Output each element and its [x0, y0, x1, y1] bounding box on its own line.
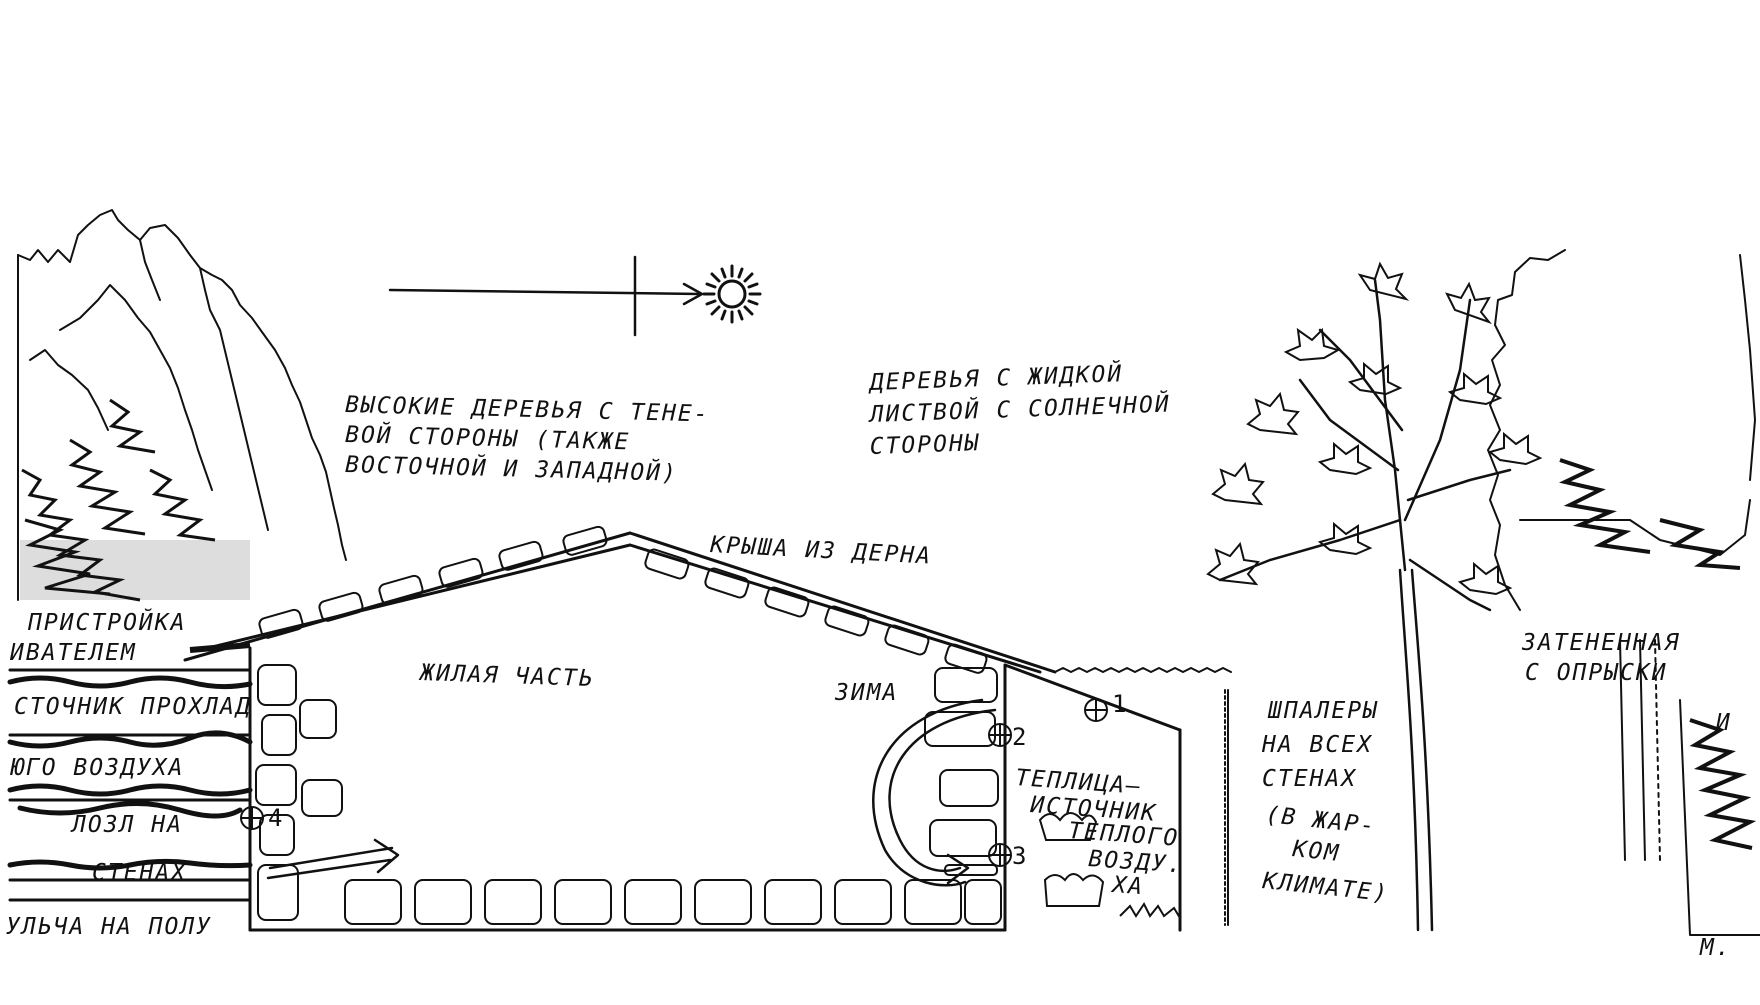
- tree-shadow-mass: [20, 540, 250, 600]
- sparse-tree: [1218, 278, 1512, 932]
- label-annex-1: ПРИСТРОЙКА: [27, 608, 186, 636]
- label-right-cut-1: И: [1715, 710, 1732, 736]
- label-cool-4: СТЕНАХ: [92, 860, 187, 886]
- marker-2: 2: [988, 723, 1026, 751]
- left-wall-stones: [255, 664, 343, 921]
- label-living-part: ЖИЛАЯ ЧАСТЬ: [418, 660, 595, 692]
- marker-1-label: 1: [1112, 690, 1126, 718]
- label-cool-1: СТОЧНИК ПРОХЛАД: [14, 694, 252, 720]
- marker-4-label: 4: [268, 804, 282, 832]
- greenhouse-plants: [1038, 812, 1181, 919]
- label-winter: ЗИМА: [834, 680, 898, 706]
- label-trellis-3: СТЕНАХ: [1262, 766, 1357, 792]
- shaded-trees-right: [1487, 249, 1760, 936]
- label-cool-2: ЮГО ВОЗДУХА: [10, 755, 184, 781]
- label-cool-3: ЛОЗЛ НА: [70, 812, 183, 838]
- marker-4: 4: [240, 804, 282, 832]
- roof-sod-blocks: [258, 525, 988, 674]
- annex-left: [8, 668, 252, 902]
- label-shaded-2: С ОПРЫСКИ: [1525, 660, 1668, 686]
- label-sparse-trees-1: ДЕРЕВЬЯ С ЖИДКОЙ: [867, 359, 1123, 396]
- label-tall-trees-2: ВОЙ СТОРОНЫ (ТАКЖЕ: [345, 420, 631, 455]
- label-annex-2: ИВАТЕЛЕМ: [9, 640, 137, 666]
- label-shaded-1: ЗАТЕНЕННАЯ: [1521, 630, 1680, 656]
- label-sparse-trees-2: ЛИСТВОЙ С СОЛНЕЧНОЙ: [867, 390, 1171, 429]
- label-trellis-6: КЛИМАТЕ): [1260, 868, 1390, 907]
- tree-shading: [21, 398, 216, 602]
- labels: ВЫСОКИЕ ДЕРЕВЬЯ С ТЕНЕ- ВОЙ СТОРОНЫ (ТАК…: [6, 359, 1732, 961]
- label-greenhouse-3: ТЕПЛОГО: [1068, 818, 1180, 852]
- air-flow-arrows: [266, 698, 997, 887]
- label-trellis-5: КОМ: [1290, 836, 1341, 867]
- direction-arrow-icon: [388, 255, 704, 337]
- label-trellis-4: (В ЖАР-: [1264, 802, 1377, 839]
- marker-2-label: 2: [1012, 723, 1026, 751]
- label-tall-trees-1: ВЫСОКИЕ ДЕРЕВЬЯ С ТЕНЕ-: [345, 392, 710, 428]
- right-tree-shading: [1558, 458, 1757, 850]
- thermal-wall-stones: [924, 667, 999, 876]
- label-greenhouse-5: ХА: [1110, 872, 1145, 900]
- floor-stones: [344, 879, 1002, 925]
- tall-trees-left: [17, 209, 347, 601]
- label-sod-roof: КРЫША ИЗ ДЕРНА: [709, 532, 933, 570]
- annex-roof-edge: [189, 642, 251, 653]
- annex-vine-hatching: [7, 675, 253, 871]
- marker-1: 1: [1084, 690, 1126, 722]
- label-tall-trees-3: ВОСТОЧНОЙ И ЗАПАДНОЙ): [345, 450, 678, 487]
- marker-3: 3: [988, 842, 1026, 870]
- marker-3-label: 3: [1012, 842, 1026, 870]
- sparse-tree-leaves: [1206, 261, 1543, 596]
- label-sparse-trees-3: СТОРОНЫ: [869, 430, 981, 460]
- label-trellis-2: НА ВСЕХ: [1261, 732, 1373, 758]
- label-trellis-1: ШПАЛЕРЫ: [1267, 698, 1379, 724]
- sun-icon: [702, 264, 762, 324]
- label-right-cut-2: М.: [1699, 935, 1732, 961]
- greenhouse: [1003, 663, 1232, 932]
- label-floor-mulch: УЛЬЧА НА ПОЛУ: [6, 914, 212, 940]
